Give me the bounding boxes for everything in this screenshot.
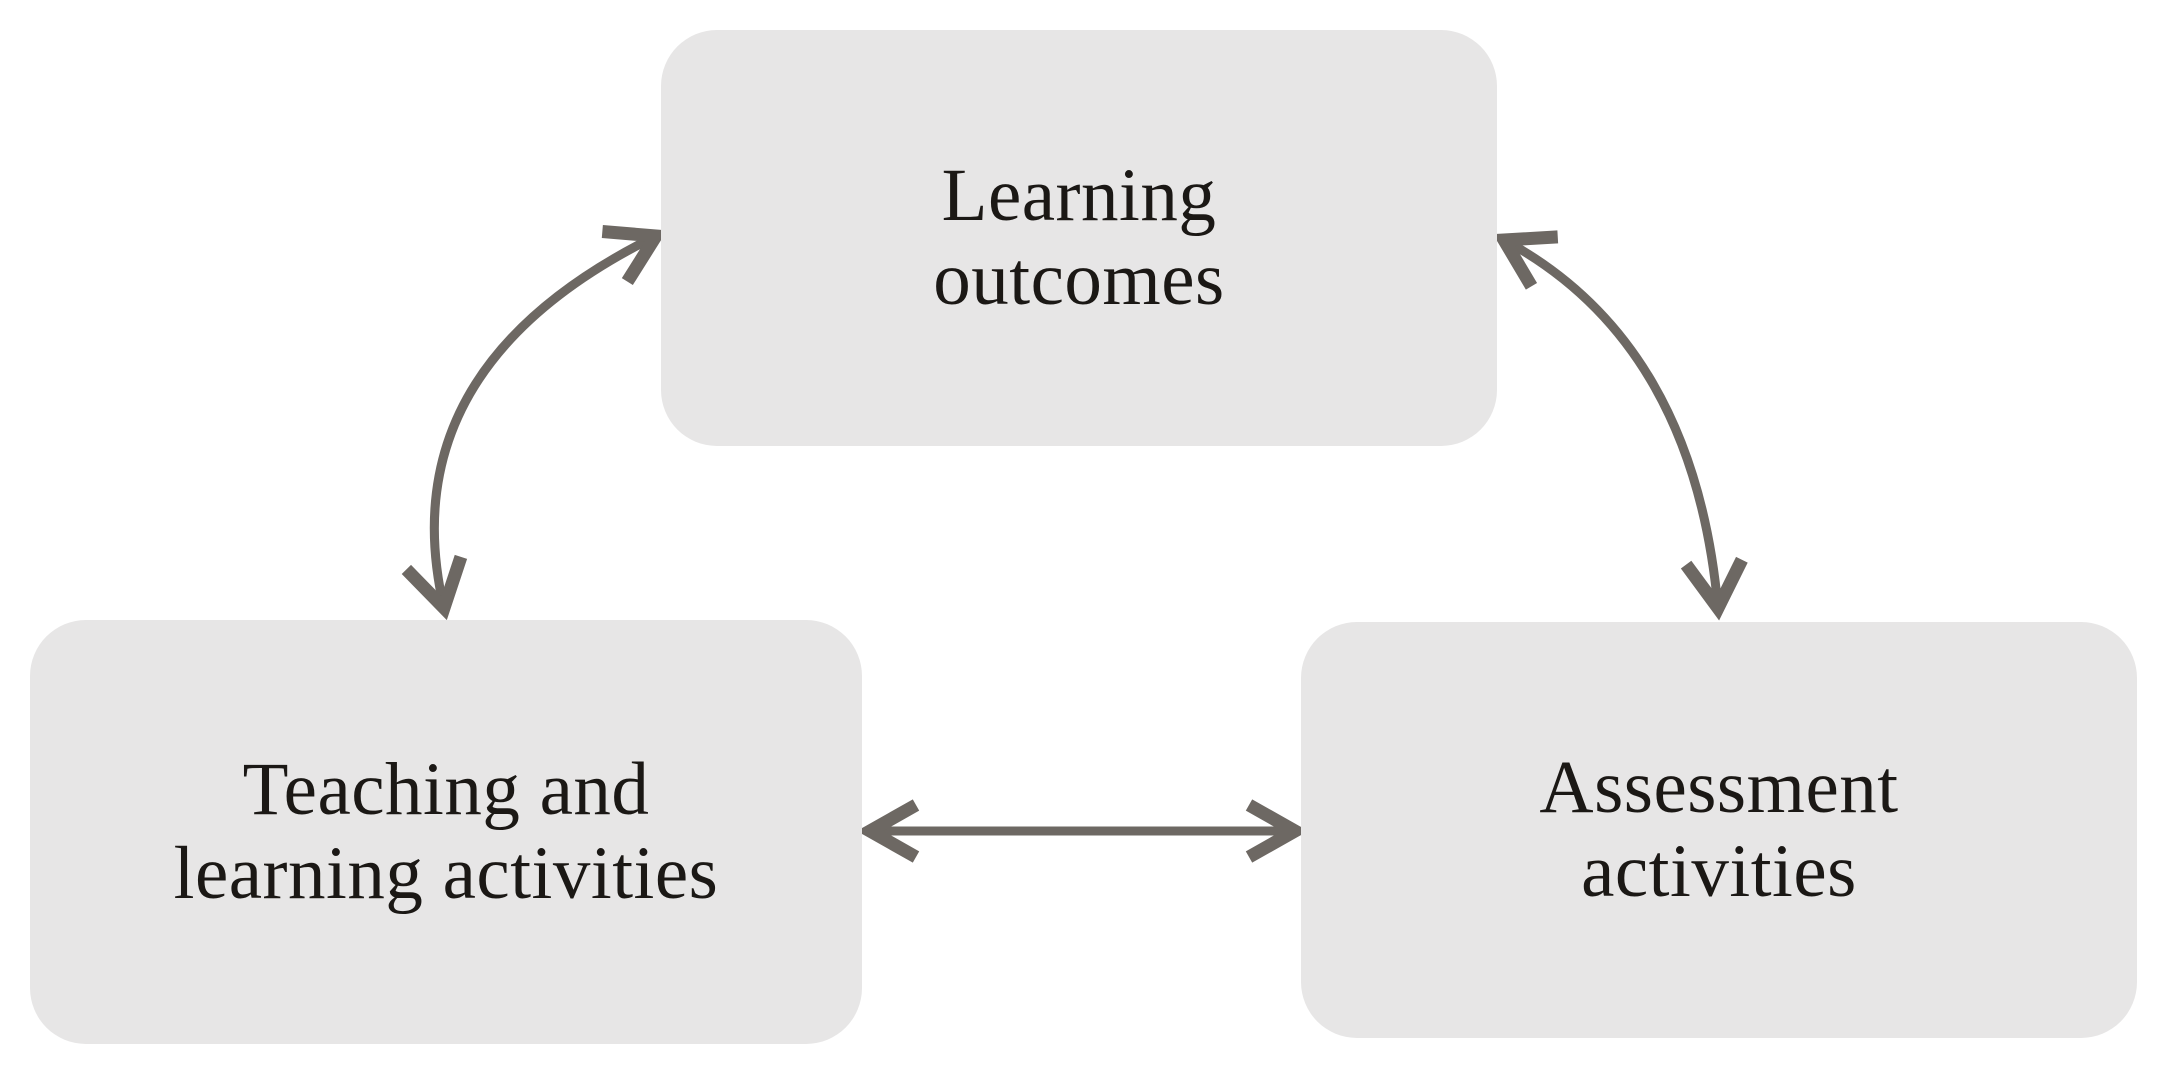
arrowhead-up-left-icon <box>1492 230 1559 290</box>
node-assessment-activities-label: Assessment activities <box>1539 746 1899 913</box>
node-learning-outcomes: Learning outcomes <box>661 30 1497 446</box>
arrowhead-down-icon <box>401 554 468 621</box>
edge-curve-left <box>429 231 658 610</box>
node-teaching-learning-activities-label: Teaching and learning activities <box>173 748 719 915</box>
arrowhead-up-right-icon <box>601 224 668 286</box>
arrowhead-right-icon <box>1245 799 1309 863</box>
node-teaching-learning-activities: Teaching and learning activities <box>30 620 862 1044</box>
arrowhead-down-icon <box>1680 556 1748 621</box>
edge-learning-outcomes--assessment-activities <box>1492 230 1748 621</box>
edge-teaching-learning-activities--learning-outcomes <box>401 224 668 621</box>
arrowhead-left-icon <box>856 799 920 863</box>
node-learning-outcomes-label: Learning outcomes <box>933 154 1225 321</box>
node-assessment-activities: Assessment activities <box>1301 622 2137 1038</box>
edge-curve-right <box>1501 236 1723 609</box>
edge-teaching-learning-activities--assessment-activities <box>856 799 1309 863</box>
